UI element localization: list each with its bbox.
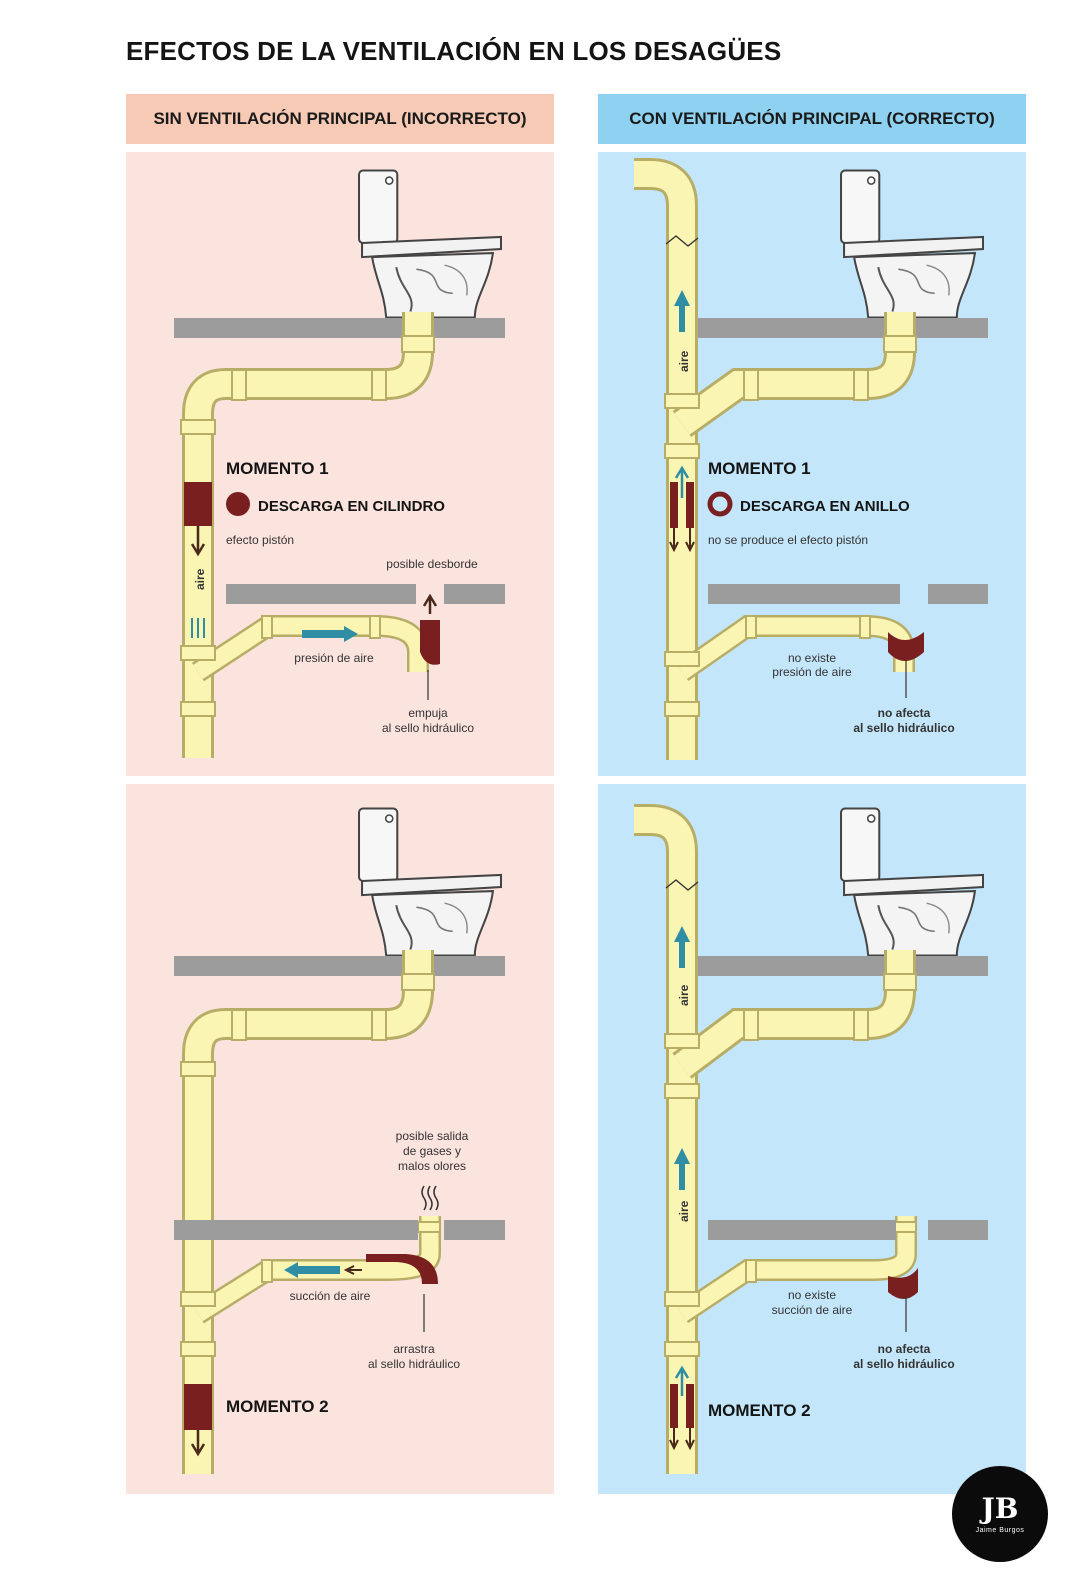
moment-label: MOMENTO 2 [708, 1401, 811, 1420]
brand-logo: JB Jaime Burgos [952, 1466, 1048, 1562]
air-label-lower: aire [677, 1200, 691, 1222]
panel-correct-moment-1: aire MOMENTO 1 DESCARGA EN ANILLO no se … [598, 152, 1026, 776]
arrow-air-pressure [302, 626, 358, 642]
air-label: aire [677, 350, 691, 372]
pressure-label-2: presión de aire [772, 665, 852, 679]
drag-label-1: arrastra [393, 1342, 435, 1356]
floor-slab [174, 956, 505, 976]
push-label-2: al sello hidráulico [382, 721, 474, 735]
floor-slab-lower [226, 584, 416, 604]
panel-incorrect-moment-1: aire MOMENTO 1 DESCARGA EN CILINDRO efec… [126, 152, 554, 776]
header-incorrect-label: SIN VENTILACIÓN PRINCIPAL (INCORRECTO) [153, 109, 527, 128]
floor-slab [698, 318, 988, 338]
seal-label-1: no afecta [878, 1342, 931, 1356]
floor-slab [174, 318, 505, 338]
drag-label-2: al sello hidráulico [368, 1357, 460, 1371]
discharge-ring-icon [707, 491, 733, 517]
gases-label-2: de gases y [403, 1144, 461, 1158]
panel-correct-moment-2: aire aire no existe succión de aire no a… [598, 784, 1026, 1494]
arrow-air-up-lower [674, 1148, 690, 1190]
water-plug [184, 482, 212, 526]
panel-incorrect-moment-2: posible salida de gases y malos olores s… [126, 784, 554, 1494]
gases-label-1: posible salida [396, 1129, 469, 1143]
moment-label: MOMENTO 2 [226, 1397, 329, 1416]
header-correct: CON VENTILACIÓN PRINCIPAL (CORRECTO) [598, 94, 1026, 144]
vent-pipe [634, 158, 698, 760]
suction-label: succión de aire [290, 1289, 371, 1303]
moment-label: MOMENTO 1 [708, 459, 811, 478]
arrow-air-up-upper [674, 926, 690, 968]
logo-monogram: JB [981, 1491, 1019, 1525]
gases-label-3: malos olores [398, 1159, 466, 1173]
page-title: EFECTOS DE LA VENTILACIÓN EN LOS DESAGÜE… [126, 36, 782, 66]
suction-label-2: succión de aire [772, 1303, 853, 1317]
legend-label: DESCARGA EN CILINDRO [258, 498, 445, 515]
pressure-label: presión de aire [294, 651, 374, 665]
arrow-air-up [674, 290, 690, 332]
seal-label-2: al sello hidráulico [853, 1357, 954, 1371]
note-label: efecto pistón [226, 533, 294, 547]
pressure-label-1: no existe [788, 651, 836, 665]
air-label-upper: aire [677, 984, 691, 1006]
air-label: aire [193, 568, 207, 590]
push-label-1: empuja [408, 706, 448, 720]
legend-label: DESCARGA EN ANILLO [740, 498, 910, 515]
note-label: no se produce el efecto pistón [708, 533, 868, 547]
water-plug [184, 1384, 212, 1430]
moment-label: MOMENTO 1 [226, 459, 329, 478]
seal-label-2: al sello hidráulico [853, 721, 954, 735]
overflow-label: posible desborde [386, 557, 478, 571]
seal-label-1: no afecta [878, 706, 931, 720]
arrow-air-suction [284, 1262, 340, 1278]
header-correct-label: CON VENTILACIÓN PRINCIPAL (CORRECTO) [629, 109, 995, 128]
header-incorrect: SIN VENTILACIÓN PRINCIPAL (INCORRECTO) [126, 94, 554, 144]
logo-subtitle: Jaime Burgos [975, 1526, 1025, 1534]
suction-label-1: no existe [788, 1288, 836, 1302]
odor-icon [421, 1185, 439, 1211]
discharge-cylinder-icon [226, 492, 250, 516]
floor-slab [698, 956, 988, 976]
